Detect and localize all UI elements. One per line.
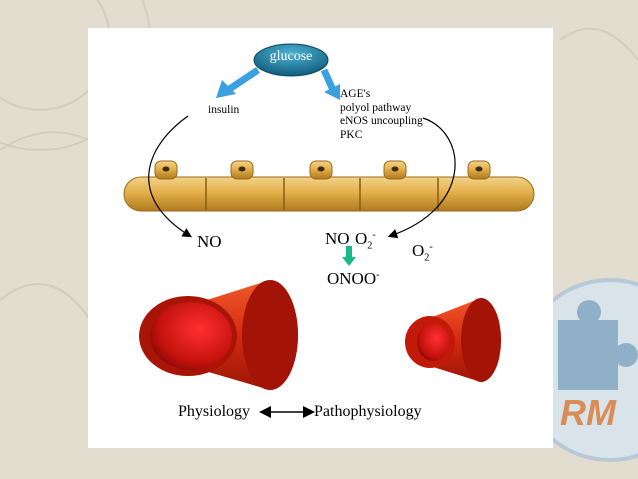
physiology-label: Physiology xyxy=(178,403,251,420)
diagram-graphics xyxy=(123,43,535,418)
superoxide-label: O2- xyxy=(355,229,376,252)
glucose-arrow-right xyxy=(320,68,340,100)
pathway-item: polyol pathway xyxy=(340,101,412,114)
endothelial-layer xyxy=(123,160,535,212)
insulin-label: insulin xyxy=(208,104,240,116)
pathway-item: AGE's xyxy=(340,88,371,100)
green-down-arrow xyxy=(342,246,356,266)
pathway-list: AGE's polyol pathway eNOS uncoupling PKC xyxy=(340,88,423,141)
glucose-arrow-left xyxy=(216,67,260,98)
pathway-item: eNOS uncoupling xyxy=(340,115,423,127)
slide-canvas: glucose insulin AGE's polyol pathway eNO… xyxy=(88,28,553,448)
insulin-to-no-arrow xyxy=(148,115,193,238)
pathophysiology-label: Pathophysiology xyxy=(314,403,422,420)
glucose-label: glucose xyxy=(269,49,313,64)
pathway-item: PKC xyxy=(340,128,363,141)
pathways-to-superoxide-arrow xyxy=(387,117,456,239)
peroxynitrite-label: ONOO- xyxy=(327,269,380,288)
healthy-vessel xyxy=(139,280,298,390)
no-label-left: NO xyxy=(197,232,222,251)
diseased-vessel xyxy=(405,298,501,382)
glucose-node xyxy=(253,43,329,77)
no-label-right: NO xyxy=(325,229,350,248)
superoxide-label-right: O2- xyxy=(412,241,433,264)
logo-text: RM xyxy=(560,392,617,433)
